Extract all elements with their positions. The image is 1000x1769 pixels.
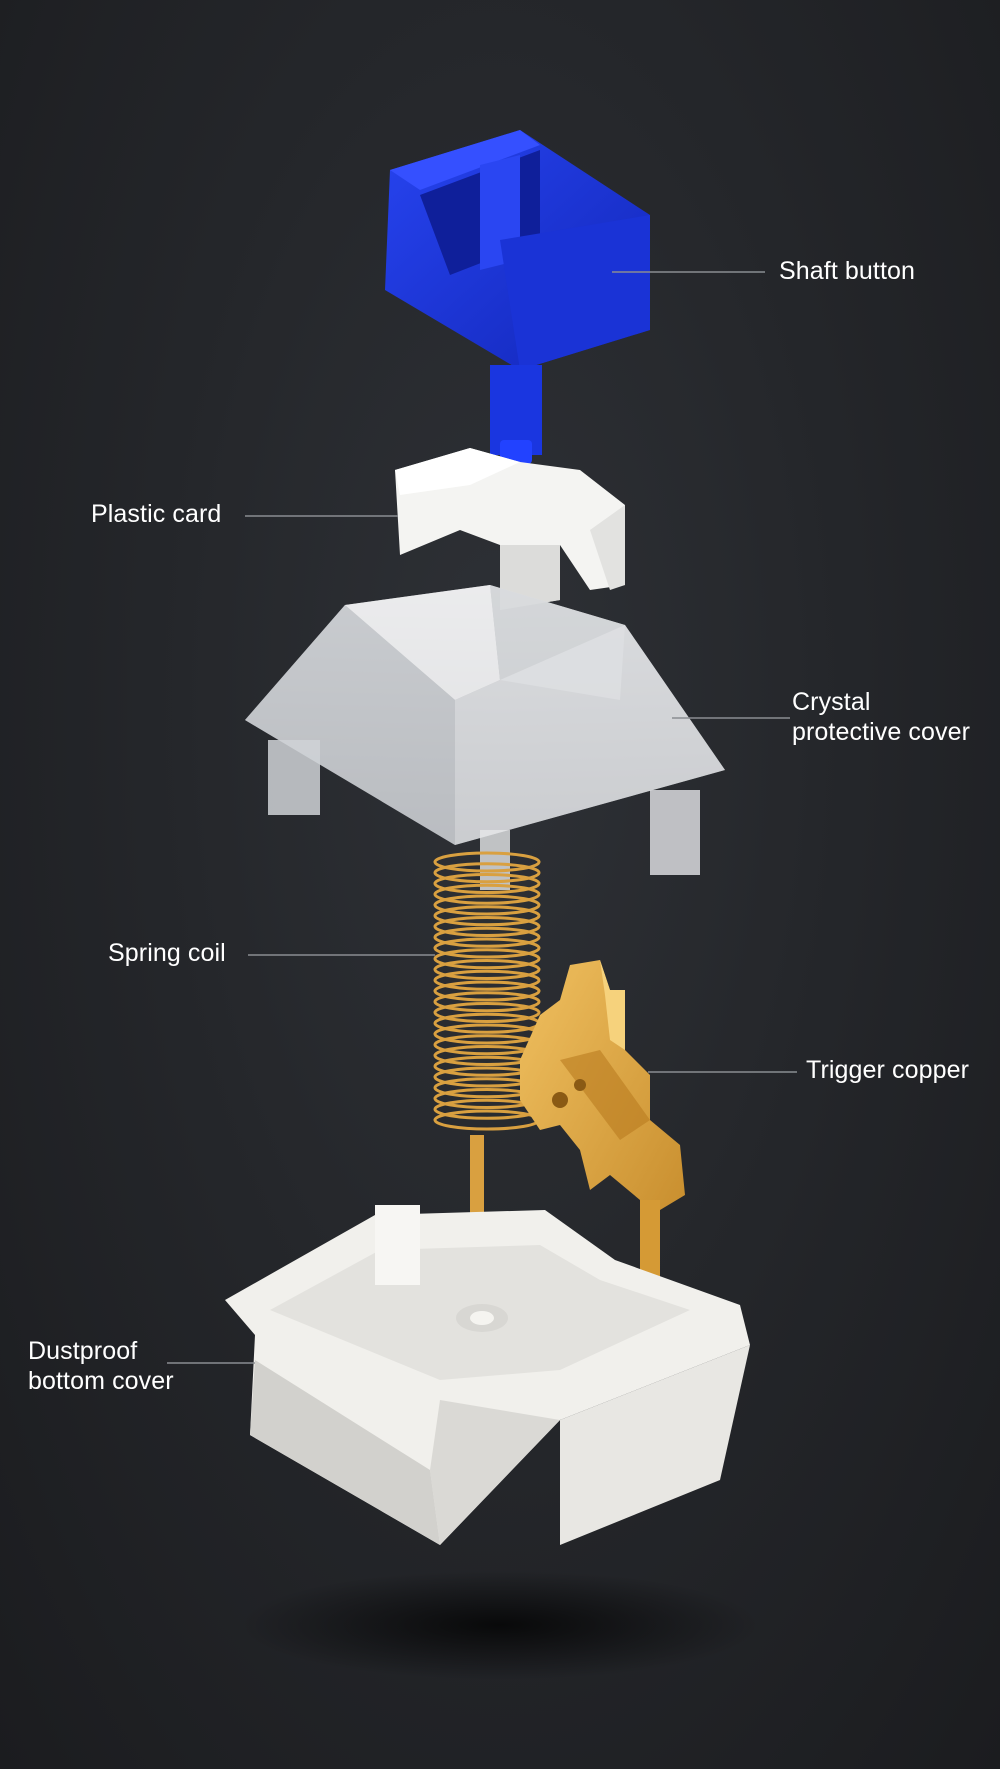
label-crystal-line1: Crystal: [792, 688, 871, 716]
spring-turn: [433, 937, 541, 959]
label-crystal-line2: protective cover: [792, 718, 971, 746]
spring-turn: [433, 916, 541, 937]
spring-turn: [433, 1023, 541, 1045]
spring-turn: [433, 1109, 541, 1131]
label-crystal-protective-cover: Crystal protective cover: [792, 687, 970, 747]
spring-coil: [433, 851, 541, 1131]
label-plastic-card-text: Plastic card: [91, 500, 222, 528]
crystal-protective-cover: [245, 585, 725, 890]
spring-turn: [433, 1002, 541, 1023]
leader-lines: [167, 271, 797, 1364]
spring-turn: [433, 862, 541, 884]
spring-turn: [433, 873, 541, 894]
label-shaft-button: Shaft button: [779, 256, 915, 286]
spring-turn: [433, 851, 541, 873]
spring-turn: [433, 980, 541, 1002]
ground-shadow: [240, 1570, 760, 1680]
spring-turn: [433, 959, 541, 980]
spring-turn: [433, 948, 541, 970]
label-trigger-copper: Trigger copper: [806, 1055, 969, 1085]
label-spring-coil: Spring coil: [108, 938, 226, 968]
label-dustproof-line1: Dustproof: [28, 1337, 138, 1365]
shaft-button: [385, 130, 650, 464]
plastic-card: [395, 448, 625, 610]
label-shaft-button-text: Shaft button: [779, 257, 916, 285]
spring-turn: [433, 894, 541, 916]
spring-turn: [433, 905, 541, 927]
spring-turn: [433, 969, 541, 991]
spring-turn: [433, 1034, 541, 1056]
spring-turn: [433, 991, 541, 1013]
label-plastic-card: Plastic card: [91, 499, 221, 529]
label-spring-coil-text: Spring coil: [108, 939, 226, 967]
spring-turn: [433, 926, 541, 948]
spring-turn: [433, 883, 541, 905]
dustproof-bottom-cover: [225, 1205, 750, 1545]
spring-turn: [433, 1012, 541, 1034]
label-trigger-copper-text: Trigger copper: [806, 1056, 970, 1084]
label-dustproof-bottom-cover: Dustproof bottom cover: [28, 1336, 174, 1396]
label-dustproof-line2: bottom cover: [28, 1367, 174, 1395]
